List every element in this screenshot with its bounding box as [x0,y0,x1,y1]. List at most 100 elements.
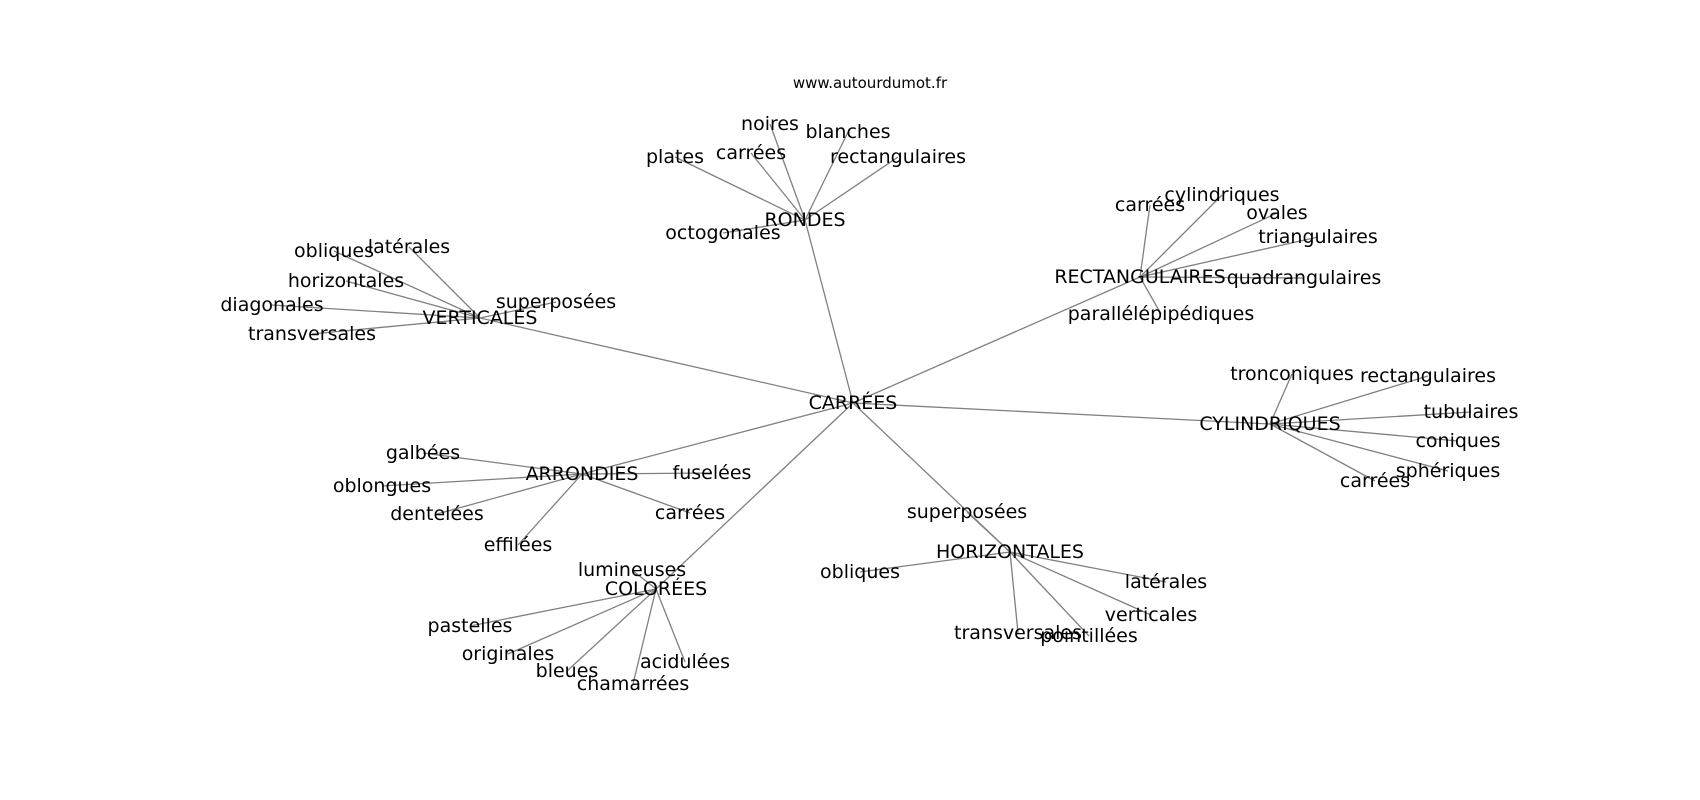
hub-node-rondes: RONDES [764,209,845,231]
source-label: www.autourdumot.fr [793,74,948,92]
leaf-node-cylindriques: sphériques [1396,460,1500,482]
center-node: CARRÉES [809,391,898,414]
leaf-node-verticales: superposées [496,291,616,313]
edge-rondes-leaf-0 [769,123,806,221]
leaf-node-verticales: transversales [248,323,376,345]
leaf-node-colorees: lumineuses [578,559,686,581]
leaf-node-colorees: acidulées [640,651,730,673]
leaf-node-horizontales: obliques [820,561,900,583]
edge-verticales-leaf-3 [271,304,481,319]
edge-rondes-leaf-5 [722,219,806,234]
edge-verticales-leaf-1 [408,246,481,319]
edge-verticales-leaf-5 [479,301,557,319]
leaf-node-horizontales: verticales [1105,604,1197,626]
leaf-node-arrondies: fuselées [673,462,752,484]
edge-verticales-leaf-0 [333,250,481,319]
edge-arrondies-leaf-2 [436,473,583,515]
hub-node-horizontales: HORIZONTALES [936,541,1084,563]
edge-horizontales-leaf-5 [1009,551,1090,637]
edge-verticales-leaf-4 [311,317,481,335]
leaf-node-arrondies: oblongues [333,475,431,497]
leaf-node-rectangulaires: parallélépipédiques [1068,303,1255,325]
edge-center-cylindriques [852,402,1271,425]
edge-colorees-leaf-4 [655,588,686,663]
leaf-node-rectangulaires: ovales [1246,202,1307,224]
leaf-node-verticales: diagonales [220,294,323,316]
graph-nodes: noires blanches plates carrées rectangulaire… [220,113,1518,695]
edge-arrondies-leaf-3 [581,472,713,475]
leaf-node-horizontales: pointillées [1040,625,1138,647]
leaf-node-cylindriques: tubulaires [1424,401,1519,423]
leaf-node-rondes: plates [646,146,704,168]
leaf-node-colorees: originales [462,643,555,665]
leaf-node-cylindriques: rectangulaires [1360,365,1496,387]
edge-arrondies-leaf-4 [581,473,691,514]
edge-rondes-leaf-3 [750,152,806,221]
edge-cylindriques-leaf-1 [1269,375,1429,425]
edge-verticales-leaf-2 [345,280,481,319]
hub-node-cylindriques: CYLINDRIQUES [1199,413,1340,435]
leaf-node-arrondies: effilées [484,534,553,556]
edge-rectangulaires-leaf-5 [1139,276,1162,315]
leaf-node-rectangulaires: quadrangulaires [1227,267,1382,289]
leaf-node-rondes: blanches [805,121,890,143]
leaf-node-verticales: obliques [294,240,374,262]
edge-horizontales-leaf-2 [1009,551,1167,583]
edge-center-rectangulaires [852,276,1141,404]
edge-colorees-leaf-5 [632,588,657,685]
edge-rectangulaires-leaf-1 [1139,194,1223,278]
edge-horizontales-leaf-1 [859,551,1011,573]
leaf-node-horizontales: superposées [907,501,1027,523]
graph-edges [271,123,1472,685]
edge-cylindriques-leaf-5 [1269,423,1376,482]
hub-node-colorees: COLORÉES [605,577,707,600]
edge-cylindriques-leaf-2 [1269,411,1472,425]
edge-rondes-leaf-1 [804,131,849,221]
hub-node-verticales: VERTICALES [423,307,538,329]
edge-colorees-leaf-0 [631,569,657,590]
leaf-node-arrondies: galbées [386,442,460,464]
leaf-node-rondes: rectangulaires [830,146,966,168]
leaf-node-horizontales: latérales [1125,571,1207,593]
edge-center-verticales [479,317,854,404]
edge-center-rondes [804,219,854,404]
edge-cylindriques-leaf-0 [1269,373,1293,425]
leaf-node-cylindriques: coniques [1415,430,1500,452]
leaf-node-rectangulaires: carrées [1115,194,1185,216]
hub-node-rectangulaires: RECTANGULAIRES [1054,266,1225,288]
leaf-node-cylindriques: carrées [1340,470,1410,492]
edge-center-arrondies [581,402,854,475]
leaf-node-verticales: horizontales [288,270,404,292]
edge-center-colorees [655,402,854,590]
edge-arrondies-leaf-1 [381,473,583,487]
edge-rectangulaires-leaf-0 [1139,204,1151,278]
leaf-node-rondes: carrées [716,142,786,164]
edge-horizontales-leaf-4 [1009,551,1019,634]
edge-horizontales-leaf-0 [966,511,1011,553]
leaf-node-cylindriques: tronconiques [1230,363,1354,385]
leaf-node-rondes: noires [741,113,799,135]
leaf-node-arrondies: dentelées [390,503,484,525]
edge-colorees-leaf-3 [566,588,657,672]
leaf-node-arrondies: carrées [655,502,725,524]
edge-colorees-leaf-2 [507,588,657,655]
leaf-node-verticales: latérales [368,236,450,258]
edge-arrondies-leaf-5 [517,473,583,546]
edge-cylindriques-leaf-4 [1269,423,1449,472]
edge-cylindriques-leaf-3 [1269,423,1459,442]
leaf-node-rectangulaires: cylindriques [1164,184,1279,206]
leaf-node-colorees: pastelles [428,615,513,637]
edge-rectangulaires-leaf-4 [1139,276,1305,279]
leaf-node-rondes: octogonales [665,222,780,244]
edge-horizontales-leaf-3 [1009,551,1152,616]
edge-rectangulaires-leaf-2 [1139,212,1278,278]
leaf-node-horizontales: transversales [954,622,1082,644]
hub-node-arrondies: ARRONDIES [526,463,639,485]
leaf-node-rectangulaires: triangulaires [1258,226,1378,248]
leaf-node-colorees: chamarrées [577,673,689,695]
edge-arrondies-leaf-0 [422,452,583,475]
edge-rondes-leaf-4 [804,156,899,221]
edge-rondes-leaf-2 [674,156,806,221]
leaf-node-colorees: bleues [536,660,599,682]
